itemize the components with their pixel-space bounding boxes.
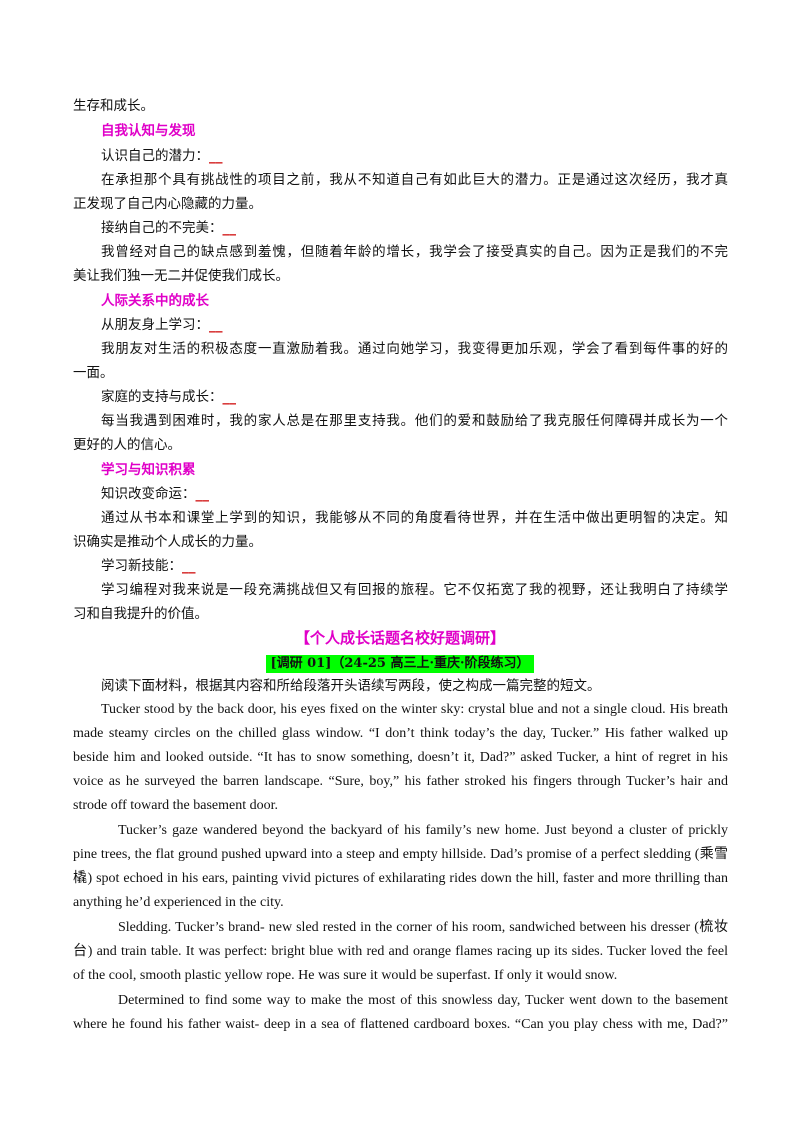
section-heading: 自我认知与发现 (101, 123, 196, 139)
story-line: Tucker stood by the back door, his eyes … (101, 702, 728, 717)
answer-blank: __ (222, 389, 237, 405)
item-label-row: 知识改变命运：__ (101, 484, 728, 504)
paragraph-line: 习和自我提升的价值。 (73, 606, 208, 622)
story-line: of the cool, smooth plastic yellow rope.… (73, 968, 618, 983)
story-line: pine trees, the flat ground pushed upwar… (73, 847, 728, 862)
answer-blank: __ (182, 558, 196, 574)
instruction: 阅读下面材料，根据其内容和所给段落开头语续写两段，使之构成一篇完整的短文。 (101, 678, 601, 694)
item-label-row: 接纳自己的不完美：__ (101, 218, 728, 238)
item-label-row: 从朋友身上学习：__ (101, 315, 728, 335)
item-label: 认识自己的潜力： (101, 148, 209, 164)
story-line: where he found his father waist- deep in… (73, 1017, 728, 1032)
paragraph-line: 在承担那个具有挑战性的项目之前，我从不知道自己有如此巨大的潜力。正是通过这次经历… (101, 172, 728, 188)
answer-blank: __ (195, 486, 210, 502)
paragraph-line: 美让我们独一无二并促使我们成长。 (73, 268, 289, 284)
answer-blank: __ (209, 317, 223, 333)
item-label: 学习新技能： (101, 558, 182, 574)
intro-tail: 生存和成长。 (73, 98, 154, 114)
story-line: voice as he surveyed the barren landscap… (73, 774, 728, 789)
item-label: 从朋友身上学习： (101, 317, 209, 333)
paragraph-line: 学习编程对我来说是一段充满挑战但又有回报的旅程。它不仅拓宽了我的视野，还让我明白… (101, 582, 728, 598)
item-label-row: 家庭的支持与成长：__ (101, 387, 728, 407)
story-line: Tucker’s gaze wandered beyond the backya… (118, 823, 728, 838)
section-heading: 人际关系中的成长 (101, 293, 209, 309)
research-title: 【个人成长话题名校好题调研】 (294, 629, 505, 647)
paragraph-line: 每当我遇到困难时，我的家人总是在那里支持我。他们的爱和鼓励给了我克服任何障碍并成… (101, 413, 728, 429)
paragraph-line: 识确实是推动个人成长的力量。 (73, 534, 262, 550)
paragraph-line: 更好的人的信心。 (73, 437, 181, 453)
item-label-row: 认识自己的潜力：__ (101, 146, 728, 166)
story-line: Determined to find some way to make the … (118, 993, 728, 1008)
item-label: 家庭的支持与成长： (101, 389, 223, 405)
item-label: 知识改变命运： (101, 486, 196, 502)
paragraph-line: 通过从书本和课堂上学到的知识，我能够从不同的角度看待世界，并在生活中做出更明智的… (101, 510, 728, 526)
paragraph-line: 一面。 (73, 365, 114, 381)
story-line: beside him and looked outside. “It has t… (73, 750, 728, 765)
story-line: anything he’d experienced in the city. (73, 895, 284, 910)
story-line: 橇) spot echoed in his ears, painting viv… (73, 871, 728, 886)
story-line: made steamy circles on the chilled glass… (73, 726, 728, 741)
paragraph-line: 我曾经对自己的缺点感到羞愧，但随着年龄的增长，我学会了接受真实的自己。因为正是我… (101, 244, 728, 260)
item-label-row: 学习新技能：__ (101, 556, 728, 576)
item-label: 接纳自己的不完美： (101, 220, 223, 236)
answer-blank: __ (222, 220, 237, 236)
paragraph-line: 我朋友对生活的积极态度一直激励着我。通过向她学习，我变得更加乐观，学会了看到每件… (101, 341, 728, 357)
research-tag-row: [调研 01]（24-25 高三上·重庆·阶段练习） (0, 652, 800, 673)
section-heading: 学习与知识积累 (101, 462, 196, 478)
story-line: Sledding. Tucker’s brand- new sled reste… (118, 920, 728, 935)
story-line: strode off toward the basement door. (73, 798, 279, 813)
research-tag: [调研 01]（24-25 高三上·重庆·阶段练习） (266, 655, 534, 673)
answer-blank: __ (209, 148, 223, 164)
paragraph-line: 正发现了自己内心隐藏的力量。 (73, 196, 262, 212)
story-line: 台) and train table. It was perfect: brig… (73, 944, 728, 959)
